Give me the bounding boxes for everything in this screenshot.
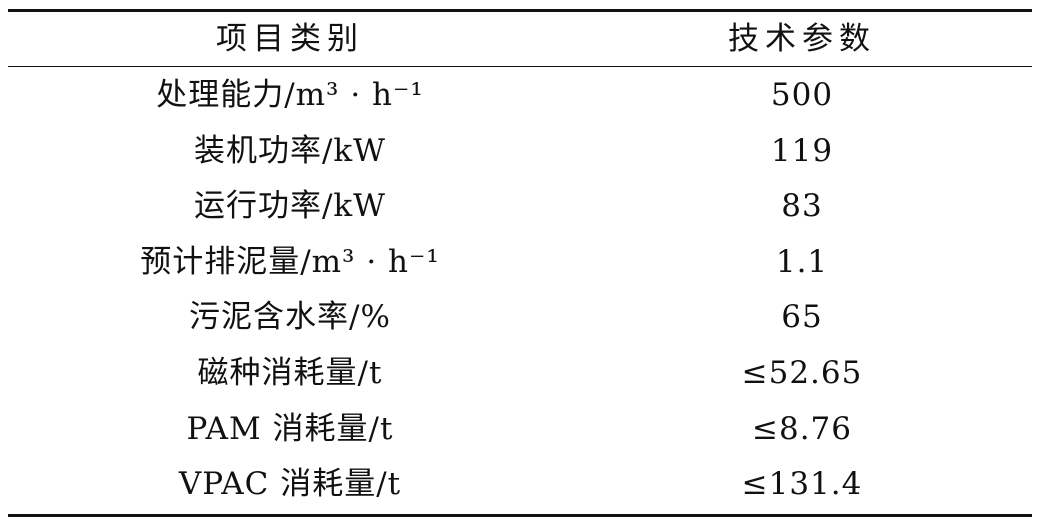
row-item-label: 预计排泥量/m³ · h⁻¹ — [140, 243, 440, 280]
row-value: ≤8.76 — [752, 410, 852, 447]
table-body: 处理能力/m³ · h⁻¹ 500 装机功率/kW 119 运行功率/kW 83… — [8, 66, 1032, 513]
table-row: 污泥含水率/% 65 — [8, 290, 1032, 346]
row-item-label: 装机功率/kW — [193, 132, 387, 169]
row-item-label: PAM 消耗量/t — [186, 410, 394, 447]
table-row: VPAC 消耗量/t ≤131.4 — [8, 457, 1032, 513]
table-bottom-rule — [8, 514, 1032, 517]
row-value: 500 — [770, 77, 834, 113]
row-value: ≤52.65 — [741, 354, 863, 391]
table-row: 装机功率/kW 119 — [8, 124, 1032, 180]
header-row: 项目类别 技术参数 — [8, 12, 1032, 66]
table-header-rule — [8, 66, 1032, 67]
row-item-label: 处理能力/m³ · h⁻¹ — [156, 77, 424, 113]
row-value: 119 — [770, 132, 834, 169]
parameter-table: 项目类别 技术参数 处理能力/m³ · h⁻¹ 500 装机功率/kW 119 … — [8, 12, 1032, 513]
table-header: 项目类别 技术参数 — [8, 12, 1032, 66]
row-value: 1.1 — [775, 243, 829, 280]
row-item-label: 运行功率/kW — [193, 188, 387, 225]
row-value: 65 — [781, 299, 823, 336]
table-row: 运行功率/kW 83 — [8, 179, 1032, 235]
row-value: ≤131.4 — [741, 466, 863, 503]
header-item-category: 项目类别 — [216, 21, 364, 57]
table-row: PAM 消耗量/t ≤8.76 — [8, 402, 1032, 458]
row-item-label: 磁种消耗量/t — [197, 354, 383, 391]
table-row: 处理能力/m³ · h⁻¹ 500 — [8, 66, 1032, 124]
row-item-label: 污泥含水率/% — [189, 299, 391, 336]
table-row: 磁种消耗量/t ≤52.65 — [8, 346, 1032, 402]
table-top-rule — [8, 9, 1032, 12]
row-value: 83 — [781, 188, 823, 225]
table-row: 预计排泥量/m³ · h⁻¹ 1.1 — [8, 235, 1032, 291]
header-technical-parameter: 技术参数 — [728, 21, 876, 57]
row-item-label: VPAC 消耗量/t — [178, 466, 402, 503]
